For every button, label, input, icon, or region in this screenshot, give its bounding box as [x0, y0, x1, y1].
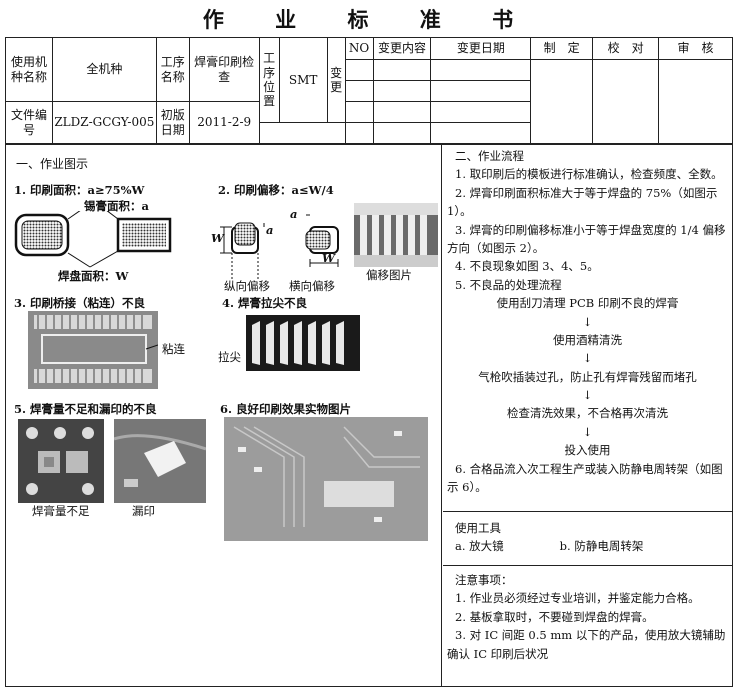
review-label: 审 核 [658, 37, 733, 60]
position-label: 工序位置 [258, 37, 280, 123]
section-title: 一、作业图示 [16, 157, 89, 171]
fig5-missing-label: 漏印 [132, 504, 155, 518]
fig2-a-vertical: a [266, 223, 274, 237]
content-area: 一、作业图示 1. 印刷面积：a≥75%W 锡膏面积：a 焊盘面积：W 2. 印… [5, 144, 733, 687]
flow-step-4: 检查清洗效果，不合格再次清洗 [507, 406, 668, 421]
flow-item-1: 1. 取印刷后的模板进行标准确认，检查频度、全数。 [455, 167, 723, 182]
flow-item-3: 3. 焊膏的印刷偏移标准小于等于焊盘宽度的 1/4 偏移方向（如图示 2）。 [447, 222, 726, 255]
fig1-pad-label: 焊盘面积：W [58, 269, 129, 283]
first-label: 初版日期 [155, 101, 190, 144]
make-cell [530, 59, 594, 144]
flow-step-5: 投入使用 [564, 443, 611, 458]
process-value: 焊膏印刷检查 [188, 37, 260, 102]
fig1-solder-label: 锡膏面积：a [84, 199, 149, 213]
tools-title: 使用工具 [455, 521, 501, 535]
note-1: 1. 作业员必须经过专业培训，并鉴定能力合格。 [455, 591, 700, 606]
review-cell [658, 59, 733, 144]
process-label: 工序名称 [155, 37, 190, 102]
tool-a: a. 放大镜 [455, 539, 504, 554]
peaking-photo [246, 315, 360, 371]
change-content-label: 变更内容 [372, 37, 432, 60]
fig3-label: 粘连 [162, 342, 185, 356]
flow-item-5: 5. 不良品的处理流程 [455, 277, 562, 292]
notes-section: 注意事项： 1. 作业员必须经过专业培训，并鉴定能力合格。 2. 基板拿取时，不… [443, 569, 732, 685]
fig2-w-horizontal: W [322, 251, 335, 265]
note-2: 2. 基板拿取时，不要碰到焊盘的焊膏。 [455, 609, 654, 624]
tools-list: a. 放大镜 b. 防静电周转架 [447, 537, 728, 555]
bridging-photo [28, 311, 158, 389]
fig1-title: 1. 印刷面积：a≥75%W [14, 183, 145, 197]
notes-title: 注意事项： [455, 573, 513, 587]
missing-print-photo [114, 419, 206, 503]
fig2-vertical-label: 纵向偏移 [224, 279, 270, 293]
flow-item-4: 4. 不良现象如图 3、4、5。 [455, 259, 599, 274]
doc-value: ZLDZ-GCGY-005 [51, 101, 157, 144]
fig3-title: 3. 印刷桥接（粘连）不良 [14, 296, 146, 310]
check-label: 校 对 [592, 37, 660, 60]
page-title: 作 业 标 准 书 [202, 7, 536, 32]
header-table: 使用机种名称 全机种 工序名称 焊膏印刷检查 工序位置 SMT 变更 NO 变更… [5, 37, 733, 144]
machine-value: 全机种 [51, 37, 157, 102]
tools-section: 使用工具 a. 放大镜 b. 防静电周转架 [443, 517, 732, 567]
fig2-title: 2. 印刷偏移：a≤W/4 [218, 183, 334, 197]
good-print-photo [224, 417, 428, 541]
fig2-w-vertical: W [211, 231, 224, 245]
fig2-a-horizontal: a [290, 207, 298, 221]
fig4-title: 4. 焊膏拉尖不良 [222, 296, 308, 310]
flow-arrow-2: ↓ [582, 351, 593, 366]
first-value: 2011-2-9 [188, 101, 260, 144]
flow-section: 二、作业流程 1. 取印刷后的模板进行标准确认，检查频度、全数。 2. 焊膏印刷… [443, 145, 732, 509]
machine-label: 使用机种名称 [5, 37, 53, 102]
flow-arrow-1: ↓ [582, 314, 593, 329]
check-cell [592, 59, 660, 144]
fig6-title: 6. 良好印刷效果实物图片 [220, 402, 352, 416]
fig5-title: 5. 焊膏量不足和漏印的不良 [14, 402, 157, 416]
flow-title: 二、作业流程 [455, 149, 524, 163]
tool-b: b. 防静电周转架 [559, 539, 644, 554]
fig1-diagram [14, 211, 172, 268]
offset-photo [354, 203, 438, 267]
instructions-column: 二、作业流程 1. 取印刷后的模板进行标准确认，检查频度、全数。 2. 焊膏印刷… [443, 145, 732, 686]
fig4-label: 拉尖 [218, 350, 241, 364]
flow-step-1: 使用刮刀清理 PCB 印刷不良的焊膏 [496, 296, 679, 311]
change-label: 变更 [326, 37, 346, 123]
flow-arrow-4: ↓ [582, 424, 593, 439]
flow-item-6: 6. 合格品流入次工程生产或装入防静电周转架（如图示 6）。 [447, 461, 723, 495]
figures-column: 一、作业图示 1. 印刷面积：a≥75%W 锡膏面积：a 焊盘面积：W 2. 印… [6, 145, 442, 686]
fig2-diagram [220, 214, 339, 279]
doc-label: 文件编号 [5, 101, 53, 144]
flow-step-2: 使用酒精清洗 [553, 332, 622, 347]
fig2-photo-label: 偏移图片 [366, 268, 412, 282]
make-label: 制 定 [530, 37, 594, 60]
flow-arrow-3: ↓ [582, 388, 593, 403]
fig5-insufficient-label: 焊膏量不足 [32, 504, 90, 518]
fig2-horizontal-label: 横向偏移 [289, 279, 335, 293]
position-value: SMT [278, 37, 328, 123]
insufficient-photo [18, 419, 104, 503]
flow-step-3: 气枪吹插装过孔，防止孔有焊膏残留而堵孔 [478, 369, 697, 384]
note-3: 3. 对 IC 间距 0.5 mm 以下的产品，使用放大镜辅助确认 IC 印刷后… [447, 628, 726, 661]
no-label: NO [344, 37, 374, 60]
change-date-label: 变更日期 [430, 37, 532, 60]
flow-item-2: 2. 焊膏印刷面积标准大于等于焊盘的 75%（如图示 1）。 [447, 185, 718, 219]
